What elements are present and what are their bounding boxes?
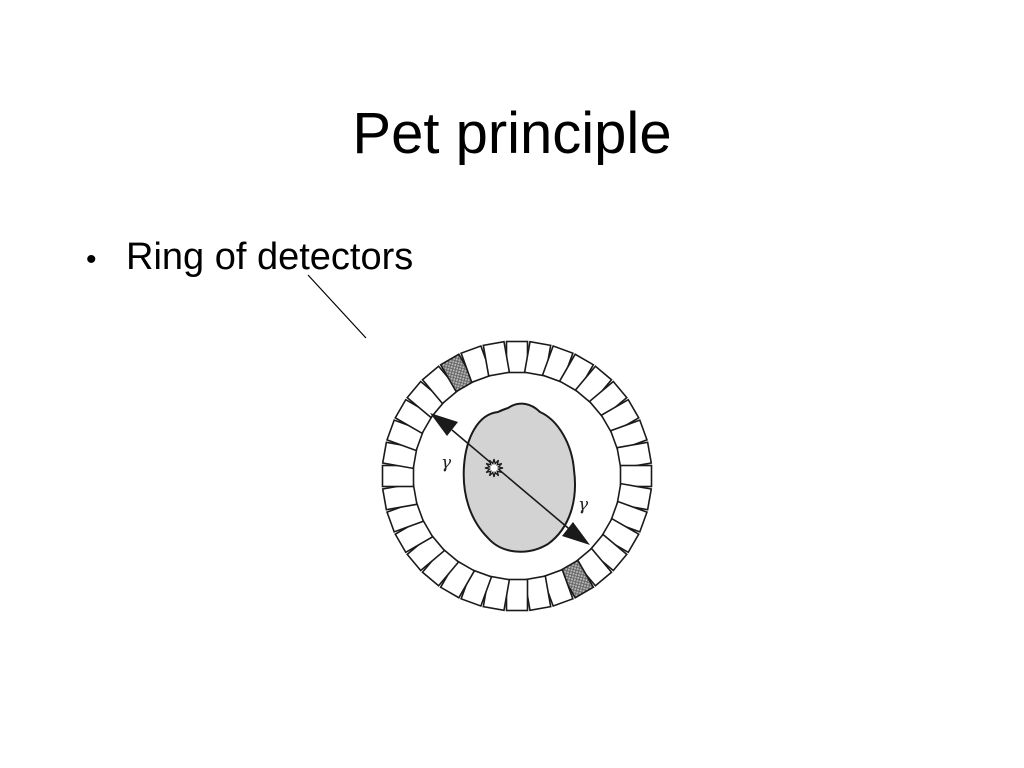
arrow-head-upper-left [430, 413, 458, 436]
slide-title: Pet principle [352, 101, 672, 166]
bullet-list: • Ring of detectors [86, 232, 413, 285]
gamma-label-left: γ [441, 453, 452, 473]
detector [619, 464, 653, 488]
detector [381, 464, 415, 488]
body-outline [462, 402, 576, 553]
burst-star [484, 458, 504, 478]
detector [482, 340, 511, 377]
bullet-marker: • [86, 243, 97, 276]
bullet-text: Ring of detectors [126, 236, 414, 278]
bullet-item-ring-of-detectors: • Ring of detectors [86, 232, 413, 285]
detector [616, 441, 653, 470]
gamma-label-right: γ [578, 495, 589, 515]
detector [505, 340, 529, 374]
annihilation-line [451, 429, 575, 534]
detector-ring [381, 340, 653, 612]
detector [381, 482, 418, 511]
annihilation-burst-icon [484, 458, 504, 478]
pointer-line [307, 274, 367, 339]
detector [505, 578, 529, 612]
detector [523, 575, 552, 612]
arrow-head-lower-right [562, 522, 590, 545]
